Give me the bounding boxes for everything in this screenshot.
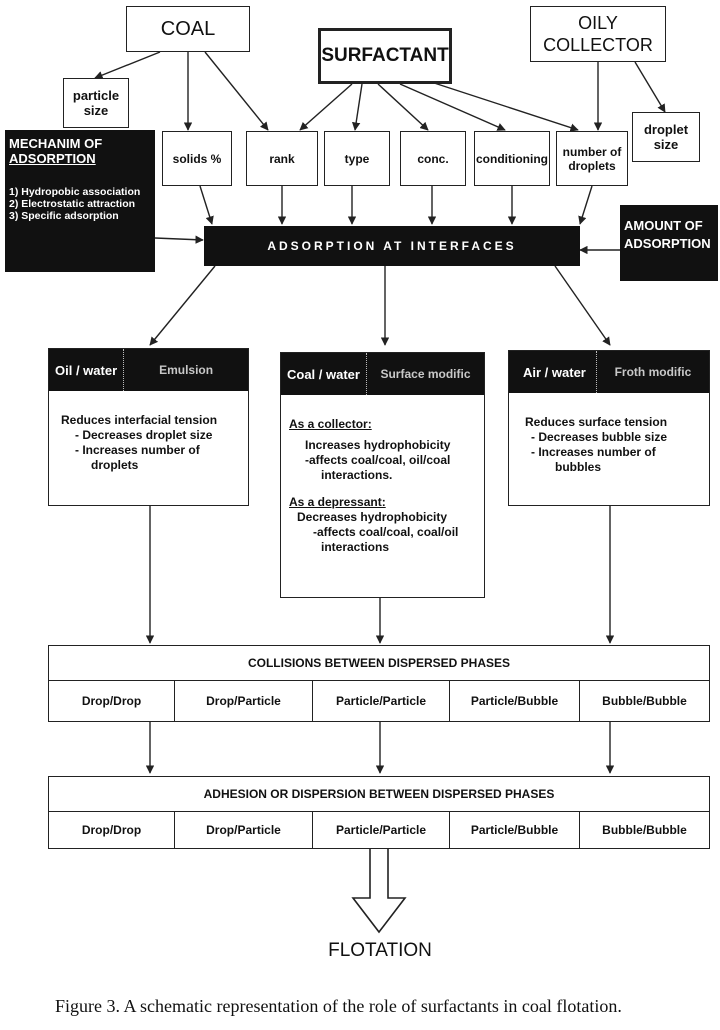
collision-cell: Drop/Drop: [48, 680, 175, 722]
conditioning-label: conditioning: [476, 151, 548, 166]
amount-line2: ADSORPTION: [624, 236, 711, 251]
collision-cell: Particle/Bubble: [449, 680, 580, 722]
collision-cell-text: Particle/Particle: [335, 694, 427, 708]
mechanism-box: MECHANIM OF ADSORPTION 1) Hydropobic ass…: [5, 130, 155, 272]
conc-box: conc.: [400, 131, 466, 186]
adhesion-title: ADHESION OR DISPERSION BETWEEN DISPERSED…: [48, 776, 710, 812]
collision-cell: Bubble/Bubble: [579, 680, 710, 722]
adhesion-cell-text: Drop/Particle: [206, 823, 281, 837]
air-water-pane: Air / water Froth modific Reduces surfac…: [508, 350, 710, 506]
droplet-size-line1: droplet: [643, 122, 689, 137]
collector-line: Increases hydrophobicity: [305, 438, 451, 452]
depressant-title: As a depressant:: [289, 495, 386, 509]
type-label: type: [344, 151, 370, 166]
adhesion-title-text: ADHESION OR DISPERSION BETWEEN DISPERSED…: [203, 787, 555, 801]
droplet-size-line2: size: [653, 137, 679, 152]
oil-water-label: Oil / water: [55, 362, 118, 378]
coal-water-pane: Coal / water Surface modific As a collec…: [280, 352, 485, 598]
droplet-size-box: droplet size: [632, 112, 700, 162]
collector-title: As a collector:: [289, 417, 372, 431]
adhesion-cell-text: Drop/Drop: [81, 823, 142, 837]
oil-water-line: - Increases number of: [75, 443, 200, 457]
amount-line1: AMOUNT OF: [624, 218, 703, 233]
air-water-line: Reduces surface tension: [525, 415, 668, 429]
depressant-line: -affects coal/coal, coal/oil: [313, 525, 459, 539]
adhesion-cell-text: Bubble/Bubble: [602, 823, 687, 837]
conditioning-box: conditioning: [474, 131, 550, 186]
oil-water-line: Reduces interfacial tension: [61, 413, 218, 427]
figure-caption: Figure 3. A schematic representation of …: [55, 996, 622, 1016]
mechanism-title-line1: MECHANIM OF: [9, 136, 103, 151]
oil-water-pane: Oil / water Emulsion Reduces interfacial…: [48, 348, 249, 506]
mechanism-item: 2) Electrostatic attraction: [9, 198, 136, 210]
collision-cell: Drop/Particle: [174, 680, 313, 722]
oil-water-header: Oil / water Emulsion: [49, 349, 248, 391]
coal-water-subtitle: Surface modific: [365, 353, 484, 395]
collector-line: -affects coal/coal, oil/coal: [305, 453, 451, 467]
coal-water-label: Coal / water: [287, 366, 360, 382]
particle-size-line2: size: [83, 103, 109, 118]
adhesion-cell: Drop/Particle: [174, 811, 313, 849]
coal-water-header: Coal / water Surface modific: [281, 353, 484, 395]
depressant-line: Decreases hydrophobicity: [297, 510, 448, 524]
collector-line: interactions.: [321, 468, 393, 482]
adhesion-cell: Drop/Drop: [48, 811, 175, 849]
collision-cell: Particle/Particle: [312, 680, 450, 722]
rank-box: rank: [246, 131, 318, 186]
air-water-line: - Increases number of: [531, 445, 656, 459]
adsorption-bar: ADSORPTION AT INTERFACES: [204, 226, 580, 266]
number-of-droplets-line2: droplets: [568, 158, 616, 173]
collision-cell-text: Drop/Particle: [206, 694, 281, 708]
adhesion-cell: Particle/Particle: [312, 811, 450, 849]
mechanism-title-line2: ADSORPTION: [9, 151, 96, 166]
adhesion-cell-text: Particle/Bubble: [470, 823, 559, 837]
collisions-title: COLLISIONS BETWEEN DISPERSED PHASES: [48, 645, 710, 681]
adhesion-cell: Bubble/Bubble: [579, 811, 710, 849]
particle-size-line1: particle: [72, 88, 120, 103]
mechanism-item: 3) Specific adsorption: [9, 210, 119, 222]
oily-collector-box: OILY COLLECTOR: [530, 6, 666, 62]
rank-label: rank: [269, 151, 295, 166]
air-water-subtitle: Froth modific: [595, 351, 709, 393]
coal-box: COAL: [126, 6, 250, 52]
adhesion-cell-text: Particle/Particle: [335, 823, 427, 837]
air-water-line: - Decreases bubble size: [531, 430, 668, 444]
amount-box: AMOUNT OF ADSORPTION: [620, 205, 718, 281]
air-water-label: Air / water: [523, 364, 586, 380]
oil-water-subtitle: Emulsion: [123, 349, 248, 391]
coal-label: COAL: [160, 17, 216, 40]
type-box: type: [324, 131, 390, 186]
oily-collector-line2: COLLECTOR: [543, 35, 653, 55]
oily-collector-line1: OILY: [578, 13, 618, 33]
air-water-header: Air / water Froth modific: [509, 351, 709, 393]
adhesion-cell: Particle/Bubble: [449, 811, 580, 849]
oil-water-line: droplets: [91, 458, 139, 472]
collision-cell-text: Drop/Drop: [81, 694, 142, 708]
depressant-line: interactions: [321, 540, 390, 554]
oil-water-line: - Decreases droplet size: [75, 428, 213, 442]
flotation-label: FLOTATION: [328, 940, 432, 961]
surfactant-label: SURFACTANT: [321, 45, 449, 66]
collisions-title-text: COLLISIONS BETWEEN DISPERSED PHASES: [247, 656, 511, 670]
particle-size-box: particle size: [63, 78, 129, 128]
solids-box: solids %: [162, 131, 232, 186]
adsorption-bar-label: ADSORPTION AT INTERFACES: [267, 239, 517, 253]
number-of-droplets-box: number of droplets: [556, 131, 628, 186]
conc-label: conc.: [417, 151, 449, 166]
mechanism-item: 1) Hydropobic association: [9, 186, 141, 198]
surfactant-box: SURFACTANT: [318, 28, 452, 84]
collision-cell-text: Bubble/Bubble: [602, 694, 687, 708]
solids-label: solids %: [172, 151, 222, 166]
number-of-droplets-line1: number of: [562, 144, 622, 159]
collision-cell-text: Particle/Bubble: [470, 694, 559, 708]
air-water-line: bubbles: [555, 460, 602, 474]
